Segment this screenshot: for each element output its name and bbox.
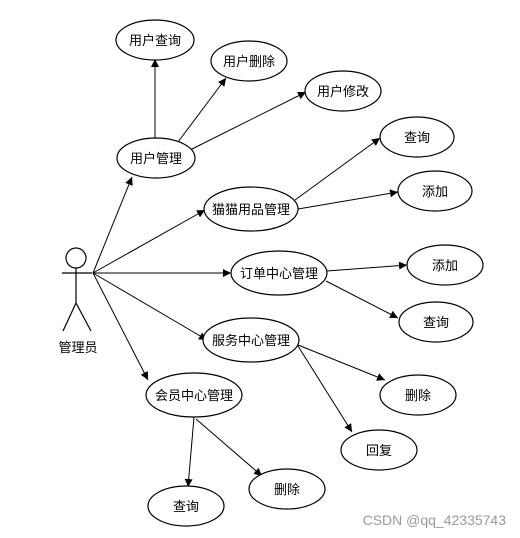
- use-case-label: 用户删除: [223, 54, 275, 70]
- edge-order-add: [326, 261, 408, 272]
- actor-admin: 管理员: [58, 247, 98, 356]
- use-case-cat-add[interactable]: 添加: [397, 170, 473, 212]
- use-case-user-mgmt[interactable]: 用户管理: [116, 137, 196, 179]
- edge-actor-cat-mgmt: [92, 209, 206, 274]
- use-case-label: 删除: [274, 483, 300, 498]
- use-case-service-delete[interactable]: 删除: [379, 374, 457, 416]
- edges: [92, 59, 408, 488]
- use-case-label: 添加: [432, 259, 458, 274]
- actor-left-leg: [62, 302, 77, 332]
- edge-cat-add: [297, 189, 399, 210]
- use-case-label: 会员中心管理: [155, 389, 233, 404]
- use-case-member-query[interactable]: 查询: [147, 485, 225, 527]
- use-case-order-query[interactable]: 查询: [398, 301, 474, 343]
- use-case-label: 用户修改: [317, 84, 369, 100]
- use-case-label: 猫猫用品管理: [212, 203, 290, 218]
- actor-label: 管理员: [58, 341, 97, 356]
- watermark-text: CSDN @qq_42335743: [362, 512, 506, 528]
- edge-cat-query: [294, 137, 381, 201]
- use-case-service-mgmt[interactable]: 服务中心管理: [202, 317, 300, 363]
- use-case-service-reply[interactable]: 回复: [340, 429, 418, 471]
- use-case-cat-query[interactable]: 查询: [379, 116, 455, 158]
- edge-user-delete: [177, 77, 227, 143]
- use-case-label: 用户管理: [130, 151, 182, 167]
- actor-right-leg: [75, 302, 92, 332]
- use-case-label: 查询: [173, 500, 199, 515]
- edge-order-query: [325, 280, 399, 319]
- edge-user-modify: [189, 91, 307, 151]
- edge-service-reply: [297, 345, 353, 433]
- use-case-label: 删除: [405, 389, 431, 404]
- use-case-label: 回复: [366, 444, 392, 459]
- use-case-user-modify[interactable]: 用户修改: [304, 70, 382, 112]
- use-case-user-delete[interactable]: 用户删除: [210, 40, 288, 82]
- edge-actor-service-mgmt: [92, 272, 208, 341]
- edge-member-query: [184, 416, 195, 488]
- edge-actor-member-mgmt: [92, 272, 149, 381]
- use-case-label: 订单中心管理: [240, 267, 318, 282]
- use-case-cat-mgmt[interactable]: 猫猫用品管理: [203, 186, 299, 232]
- use-case-order-add[interactable]: 添加: [406, 244, 484, 286]
- use-case-label: 查询: [404, 131, 430, 146]
- edge-actor-user-mgmt: [92, 176, 133, 274]
- use-case-member-mgmt[interactable]: 会员中心管理: [145, 372, 243, 418]
- use-case-order-mgmt[interactable]: 订单中心管理: [230, 250, 328, 296]
- edge-member-delete: [195, 418, 263, 477]
- use-case-label: 服务中心管理: [212, 333, 290, 349]
- use-case-label: 查询: [423, 316, 449, 331]
- use-case-label: 用户查询: [129, 33, 181, 49]
- actor-head: [65, 247, 87, 269]
- use-case-label: 添加: [422, 185, 448, 200]
- use-case-member-delete[interactable]: 删除: [248, 468, 326, 510]
- edge-service-delete: [297, 344, 386, 381]
- use-case-user-query[interactable]: 用户查询: [115, 19, 195, 61]
